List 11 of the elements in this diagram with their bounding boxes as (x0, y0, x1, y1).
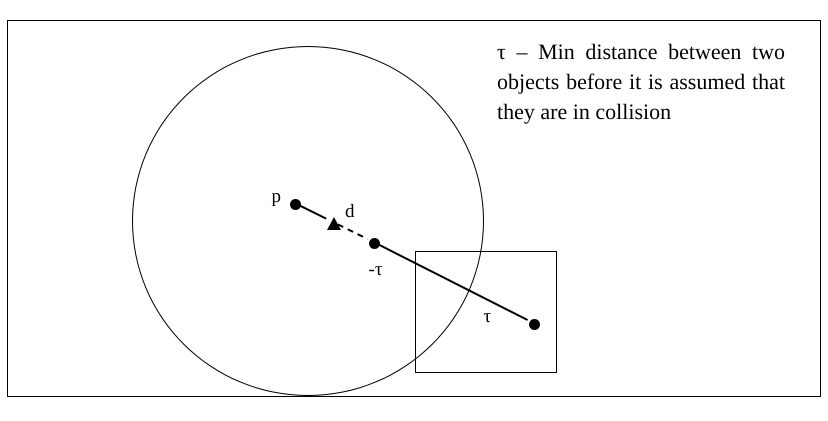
point-label: -τ (368, 260, 382, 278)
point-triangle (326, 216, 340, 230)
point-dot (528, 318, 540, 330)
point-label: d (345, 202, 354, 220)
note-text: τ – Min distance between two objects before it is assumed that they are in collision (497, 38, 785, 126)
point-label: p (272, 186, 281, 206)
point-label: τ (484, 306, 492, 326)
point-dot (368, 238, 380, 248)
point-dot (290, 198, 300, 210)
circle-outline (132, 46, 484, 396)
square-outline (415, 251, 557, 373)
